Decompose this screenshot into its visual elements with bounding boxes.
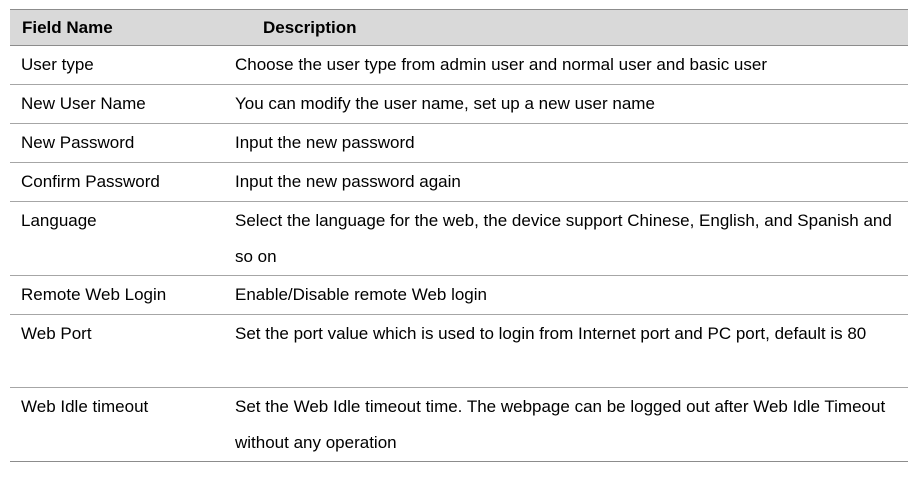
field-name-cell: New User Name <box>10 84 224 124</box>
description-cell: Set the Web Idle timeout time. The webpa… <box>224 387 908 462</box>
field-name-cell: New Password <box>10 123 224 163</box>
table-row: User type Choose the user type from admi… <box>10 45 908 85</box>
description-cell: You can modify the user name, set up a n… <box>224 84 908 124</box>
field-name-cell: Web Port <box>10 314 224 388</box>
table-row: Remote Web Login Enable/Disable remote W… <box>10 275 908 315</box>
description-cell: Enable/Disable remote Web login <box>224 275 908 315</box>
table-header-row: Field Name Description <box>10 9 908 46</box>
field-name-cell: Web Idle timeout <box>10 387 224 462</box>
field-name-cell: Language <box>10 201 224 276</box>
header-description: Description <box>224 9 908 46</box>
field-name-cell: User type <box>10 45 224 85</box>
field-description-table: Field Name Description User type Choose … <box>10 9 908 462</box>
field-name-cell: Confirm Password <box>10 162 224 202</box>
table-row: New Password Input the new password <box>10 123 908 163</box>
description-cell: Input the new password again <box>224 162 908 202</box>
table-row: New User Name You can modify the user na… <box>10 84 908 124</box>
description-cell: Input the new password <box>224 123 908 163</box>
description-cell: Select the language for the web, the dev… <box>224 201 908 276</box>
field-name-cell: Remote Web Login <box>10 275 224 315</box>
table-row: Language Select the language for the web… <box>10 201 908 276</box>
table-row: Web Port Set the port value which is use… <box>10 314 908 388</box>
description-cell: Choose the user type from admin user and… <box>224 45 908 85</box>
description-cell: Set the port value which is used to logi… <box>224 314 908 388</box>
table-row: Confirm Password Input the new password … <box>10 162 908 202</box>
table-header: Field Name Description <box>10 9 908 46</box>
table-body: User type Choose the user type from admi… <box>10 45 908 462</box>
header-field-name: Field Name <box>10 9 224 46</box>
table-row: Web Idle timeout Set the Web Idle timeou… <box>10 387 908 462</box>
